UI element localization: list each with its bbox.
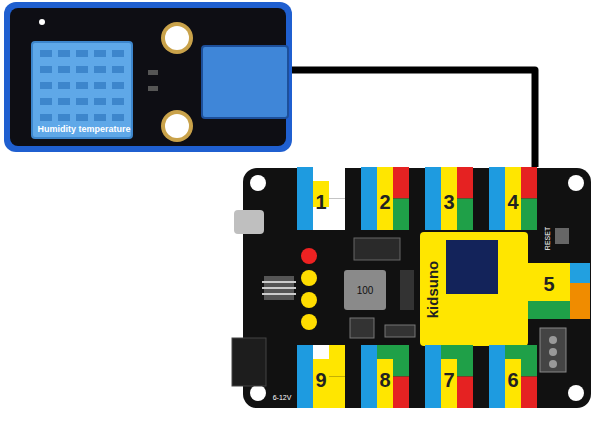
port-socket [361, 167, 409, 230]
port-socket: 7 [425, 345, 473, 408]
inductor-value: 100 [357, 285, 374, 296]
port-sockets [297, 167, 590, 408]
module-name: Humidity temperature [36, 124, 132, 134]
port-socket: 6 [489, 345, 537, 408]
port-number: 6 [489, 369, 537, 392]
port-socket: 1 [297, 167, 345, 230]
button-label: RESET [545, 226, 552, 249]
port-number: 7 [425, 369, 473, 392]
port-number: 4 [489, 191, 537, 214]
port-socket [425, 345, 473, 408]
port-socket [297, 167, 345, 230]
port-socket: 9 [297, 345, 345, 408]
sensor-module [4, 2, 292, 152]
power-rating: 6-12V [273, 394, 292, 401]
port-number: 5 [528, 273, 570, 296]
sensor-module: Humidity temperature [4, 2, 292, 152]
port-socket: 5 [528, 263, 570, 301]
port-socket [489, 167, 537, 230]
port-socket [425, 167, 473, 230]
port-number: 1 [297, 191, 345, 214]
port-socket: 8 [361, 345, 409, 408]
cable [292, 70, 535, 167]
port-socket: 2 [361, 167, 409, 230]
port-socket [297, 345, 345, 408]
port-socket: 4 [489, 167, 537, 230]
port-number: 9 [297, 369, 345, 392]
port-socket [489, 345, 537, 408]
port-number: 3 [425, 191, 473, 214]
port-number: 8 [361, 369, 409, 392]
port-socket [361, 345, 409, 408]
brand-name: kidsuno [424, 260, 441, 318]
controller-board [232, 168, 591, 408]
port-number: 2 [361, 191, 409, 214]
port-socket: 3 [425, 167, 473, 230]
port-socket [528, 263, 590, 319]
